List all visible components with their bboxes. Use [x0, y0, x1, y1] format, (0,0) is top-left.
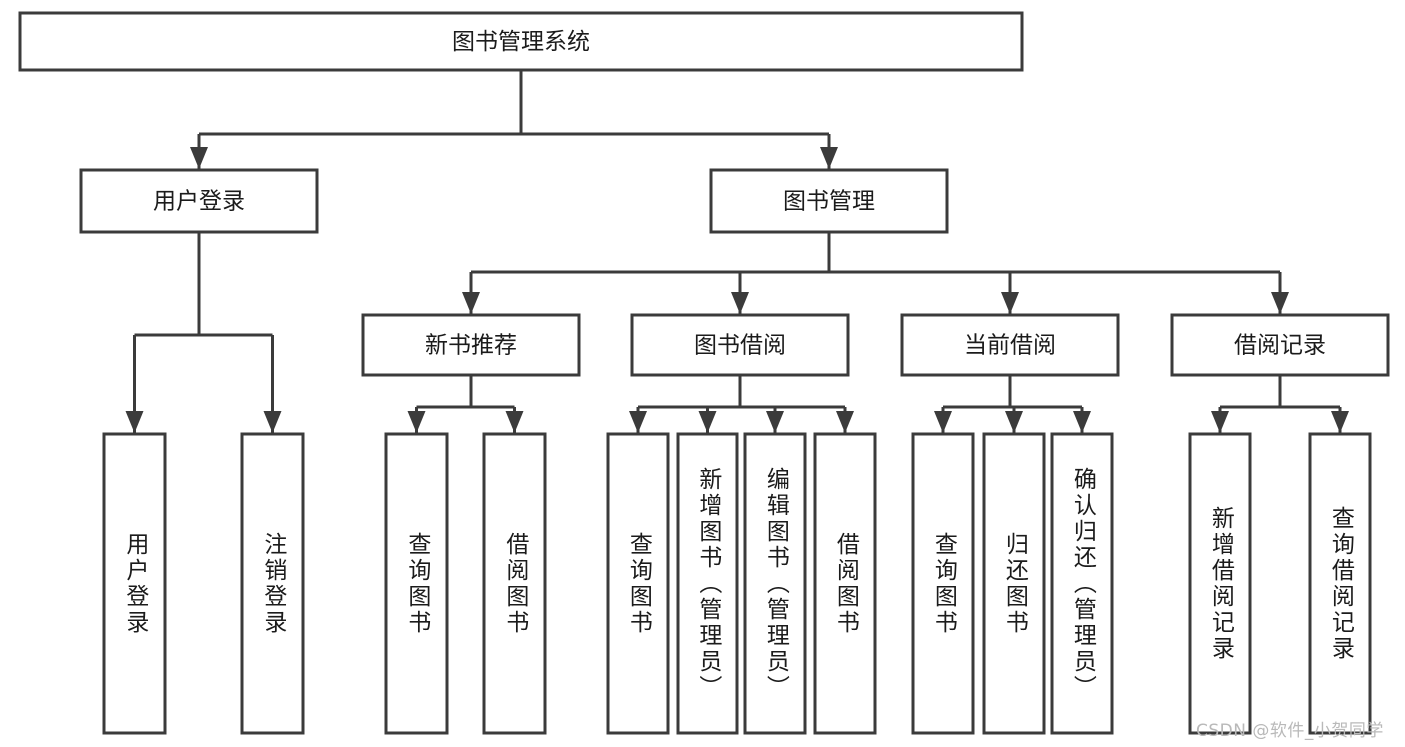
arrow-head-book-borrow	[731, 292, 749, 314]
node-box-book-manage[interactable]	[709, 168, 949, 234]
node-box-user-login[interactable]	[79, 168, 319, 234]
node-label-new-book-recommend: 新书推荐	[425, 333, 517, 359]
arrow-head-borrow-book-2	[836, 411, 854, 433]
node-box-query-book-3[interactable]	[911, 432, 975, 735]
node-box-borrow-book-1[interactable]	[482, 432, 547, 735]
arrow-head-add-book-admin	[698, 411, 717, 433]
node-box-add-book-admin[interactable]	[676, 432, 739, 735]
node-box-query-book-1[interactable]	[384, 432, 449, 735]
node-box-confirm-return-admin[interactable]	[1050, 432, 1114, 735]
arrow-head-edit-book-admin	[766, 411, 784, 433]
node-label-book-manage: 图书管理	[783, 189, 875, 215]
node-box-root[interactable]	[18, 11, 1024, 72]
arrow-head-borrow-book-1	[505, 411, 524, 433]
node-box-return-book[interactable]	[982, 432, 1046, 735]
arrow-head-current-borrow	[1001, 292, 1019, 314]
node-box-query-borrow-record[interactable]	[1308, 432, 1372, 735]
box-layer	[18, 11, 1390, 735]
arrow-head-query-book-3	[934, 411, 952, 433]
node-label-borrow-records: 借阅记录	[1234, 333, 1326, 359]
node-box-user-logout[interactable]	[240, 432, 305, 735]
node-label-current-borrow: 当前借阅	[964, 333, 1056, 359]
node-box-query-book-2[interactable]	[606, 432, 670, 735]
arrow-head-new-book-recommend	[462, 292, 480, 314]
arrow-head-add-borrow-record	[1211, 411, 1229, 433]
node-box-current-borrow[interactable]	[900, 313, 1120, 377]
node-box-add-borrow-record[interactable]	[1188, 432, 1252, 735]
node-box-borrow-records[interactable]	[1170, 313, 1390, 377]
arrow-head-user-logout	[263, 411, 282, 433]
arrow-head-book-manage	[820, 147, 838, 169]
node-box-new-book-recommend[interactable]	[361, 313, 581, 377]
arrow-head-query-borrow-record	[1331, 411, 1349, 433]
node-box-edit-book-admin[interactable]	[743, 432, 807, 735]
arrow-head-query-book-2	[629, 411, 647, 433]
node-box-user-login-do[interactable]	[102, 432, 167, 735]
arrow-head-user-login	[190, 147, 208, 169]
arrow-head-confirm-return-admin	[1073, 411, 1091, 433]
csdn-watermark: CSDN @软件_小贺同学	[1196, 721, 1384, 741]
node-label-user-login: 用户登录	[153, 189, 245, 215]
arrow-head-return-book	[1005, 411, 1023, 433]
node-box-borrow-book-2[interactable]	[813, 432, 877, 735]
arrow-head-user-login-do	[125, 411, 144, 433]
node-label-root: 图书管理系统	[452, 29, 590, 55]
node-box-book-borrow[interactable]	[630, 313, 850, 377]
arrow-head-borrow-records	[1271, 292, 1289, 314]
node-label-book-borrow: 图书借阅	[694, 333, 786, 359]
connector-layer	[125, 70, 1349, 433]
arrow-head-query-book-1	[407, 411, 426, 433]
